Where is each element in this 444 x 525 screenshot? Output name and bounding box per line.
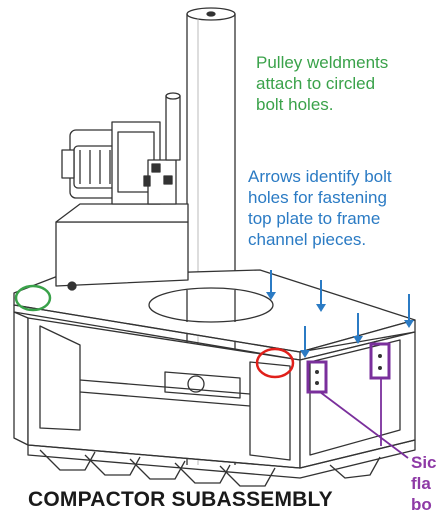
side-note-line: bo: [411, 495, 432, 514]
red-circle-marker: [255, 347, 295, 379]
side-note-line: fla: [411, 474, 431, 493]
pulley-note: Pulley weldments attach to circled bolt …: [256, 52, 388, 115]
side-note-line: Sic: [411, 453, 437, 472]
frame-body: [13, 311, 416, 469]
arrows-note-line: channel pieces.: [248, 230, 367, 249]
pulley-note-line: bolt holes.: [256, 95, 334, 114]
base-channels: [27, 439, 416, 487]
arrows-note: Arrows identify bolt holes for fastening…: [248, 166, 392, 250]
motor-assembly: [55, 92, 189, 291]
arrows-note-line: top plate to frame: [248, 209, 381, 228]
bolt-hole-arrows: [266, 270, 414, 358]
arrows-note-line: holes for fastening: [248, 188, 387, 207]
side-flange-note: Sic fla bo: [411, 452, 437, 515]
arrows-note-line: Arrows identify bolt: [248, 167, 392, 186]
side-flange-markers: [306, 342, 409, 459]
pulley-note-line: attach to circled: [256, 74, 376, 93]
diagram-caption: COMPACTOR SUBASSEMBLY: [28, 488, 333, 511]
green-circle-marker: [14, 284, 52, 312]
pulley-note-line: Pulley weldments: [256, 53, 389, 72]
